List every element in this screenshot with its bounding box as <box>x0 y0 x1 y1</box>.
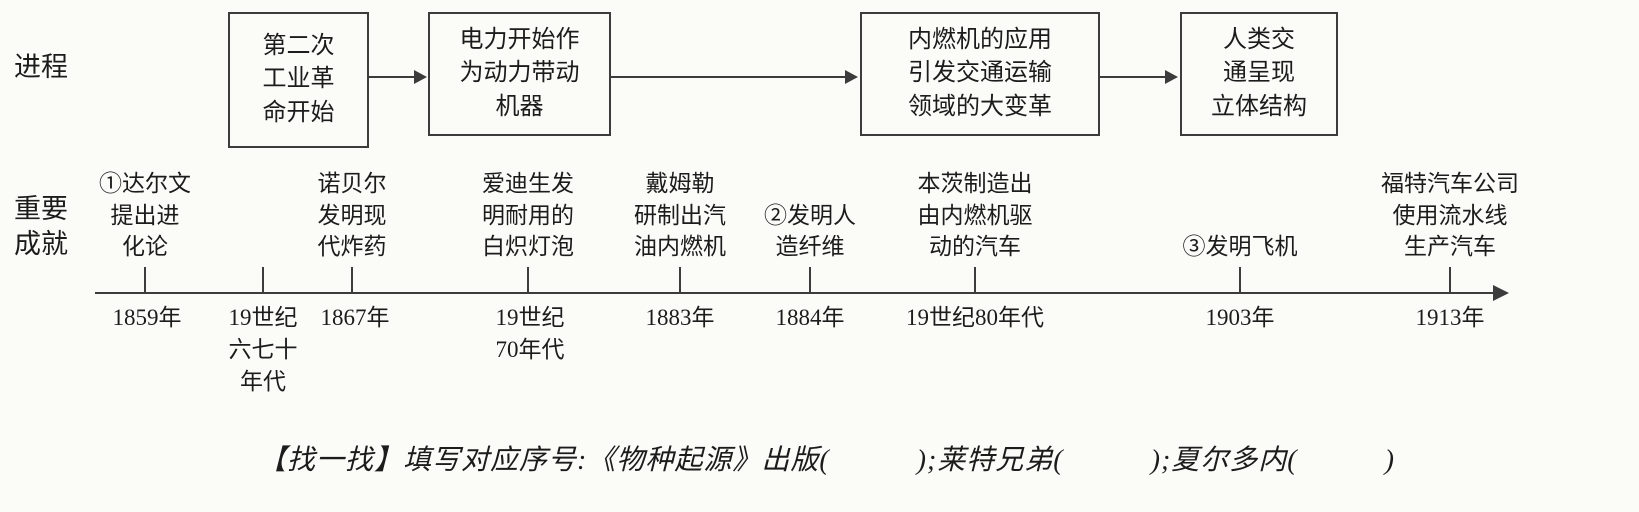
flow-arrow-1 <box>369 70 427 84</box>
flow-arrow-3 <box>1100 70 1178 84</box>
timeline-tick-1860s <box>262 267 264 292</box>
timeline-axis <box>95 285 1509 301</box>
process-box-3d-transport: 人类交 通呈现 立体结构 <box>1180 12 1338 136</box>
question-text: 【找一找】填写对应序号:《物种起源》出版( );莱特兄弟( );夏尔多内( ) <box>258 445 1395 476</box>
achievement-daimler: 戴姆勒 研制出汽 油内燃机 <box>634 170 726 260</box>
timeline-date-1884: 1884年 <box>775 305 845 330</box>
timeline-date-1860s: 19世纪 六七十 年代 <box>228 305 298 395</box>
achievement-edison: 爱迪生发 明耐用的 白炽灯泡 <box>482 170 574 260</box>
timeline-tick-1913 <box>1449 267 1451 292</box>
achievement-ford: 福特汽车公司 使用流水线 生产汽车 <box>1381 170 1519 260</box>
timeline-tick-1884 <box>809 267 811 292</box>
achievements-row-label: 重要 成就 <box>14 194 68 260</box>
achievement-fiber: ②发明人 造纤维 <box>764 202 856 260</box>
timeline-tick-1883 <box>679 267 681 292</box>
achievement-nobel: 诺贝尔 发明现 代炸药 <box>317 170 387 260</box>
process-box-revolution-begins: 第二次 工业革 命开始 <box>228 12 369 148</box>
timeline-date-1859: 1859年 <box>112 305 182 330</box>
timeline-date-1880s: 19世纪80年代 <box>906 305 1044 330</box>
timeline-date-1913: 1913年 <box>1415 305 1485 330</box>
timeline-date-1883: 1883年 <box>645 305 715 330</box>
timeline-tick-1880s <box>974 267 976 292</box>
timeline-tick-1870s <box>527 267 529 292</box>
timeline-date-1867: 1867年 <box>320 305 390 330</box>
timeline-tick-1859 <box>144 267 146 292</box>
process-box-combustion-engine: 内燃机的应用 引发交通运输 领域的大变革 <box>860 12 1100 136</box>
achievement-darwin: ①达尔文 提出进 化论 <box>99 170 191 260</box>
timeline-tick-1867 <box>351 267 353 292</box>
achievement-airplane: ③发明飞机 <box>1182 234 1298 260</box>
timeline-date-1870s: 19世纪 70年代 <box>495 305 565 363</box>
timeline-tick-1903 <box>1239 267 1241 292</box>
flow-arrow-2 <box>611 70 858 84</box>
process-box-electric-power: 电力开始作 为动力带动 机器 <box>428 12 611 136</box>
achievement-benz: 本茨制造出 由内燃机驱 动的汽车 <box>917 170 1033 260</box>
process-row-label: 进程 <box>14 52 68 82</box>
timeline-date-1903: 1903年 <box>1205 305 1275 330</box>
